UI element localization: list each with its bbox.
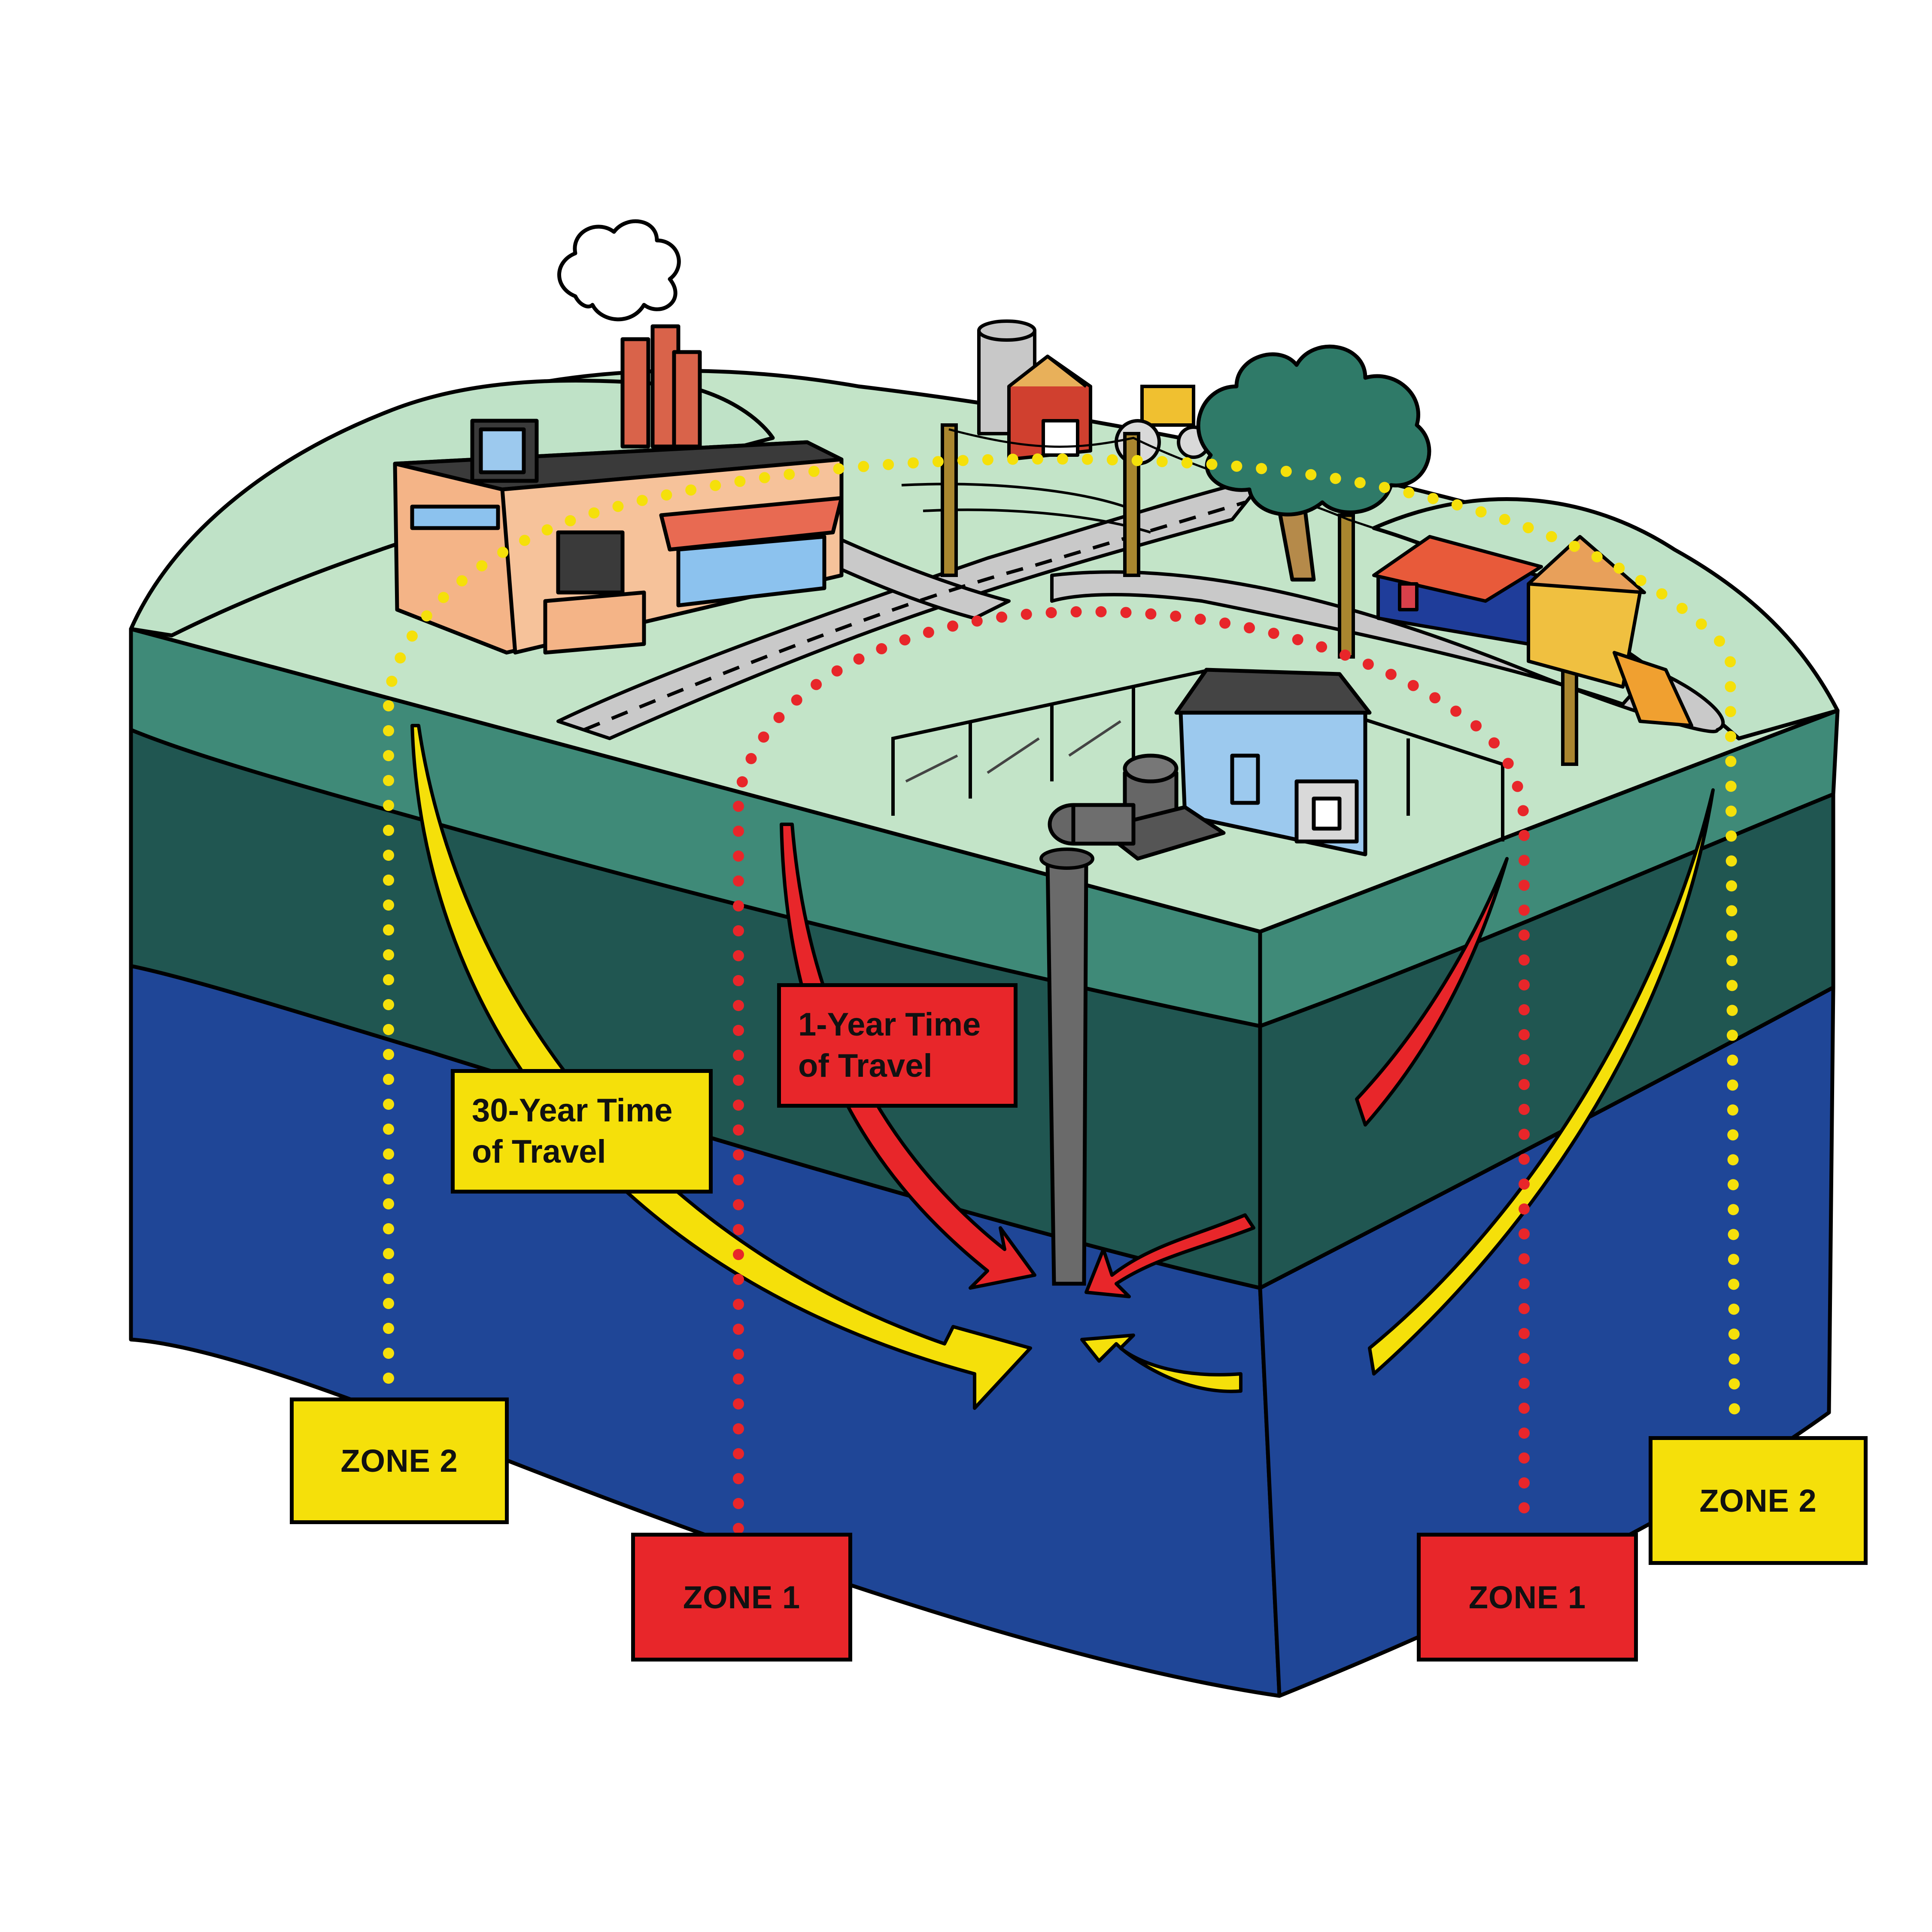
zone1-flow-arrow-center xyxy=(1084,1213,1255,1298)
one-year-label-line2: of Travel xyxy=(798,1048,933,1084)
pump-house-icon xyxy=(1174,668,1372,857)
factory-icon xyxy=(393,219,844,655)
smoke-cloud-icon xyxy=(557,219,681,322)
zone1-flow-arrow-right xyxy=(1355,857,1509,1127)
one-year-time-of-travel-label: 1-Year Time of Travel xyxy=(777,983,1018,1108)
flow-arrows xyxy=(410,724,1715,1410)
one-year-label-line1: 1-Year Time xyxy=(798,1006,981,1043)
farm-barn-icon xyxy=(977,319,1092,461)
zone1-boundary xyxy=(733,606,1530,1534)
thirty-year-label-line2: of Travel xyxy=(472,1133,606,1170)
zone1-label-left: ZONE 1 xyxy=(631,1533,852,1662)
zone2-flow-arrow-left xyxy=(410,724,1032,1410)
thirty-year-time-of-travel-label: 30-Year Time of Travel xyxy=(451,1069,713,1194)
zone2-flow-arrow-center xyxy=(1080,1334,1242,1393)
tree-icon xyxy=(1196,344,1431,582)
zone2-label-right: ZONE 2 xyxy=(1649,1436,1868,1565)
zone2-label-left: ZONE 2 xyxy=(290,1397,509,1524)
well-casing-icon xyxy=(1045,861,1088,1286)
zone1-label-right: ZONE 1 xyxy=(1417,1533,1638,1662)
houses-icon xyxy=(1372,535,1693,727)
zone2-flow-arrow-right xyxy=(1368,788,1715,1376)
well-pump-icon xyxy=(1048,753,1226,861)
thirty-year-label-line1: 30-Year Time xyxy=(472,1092,673,1129)
